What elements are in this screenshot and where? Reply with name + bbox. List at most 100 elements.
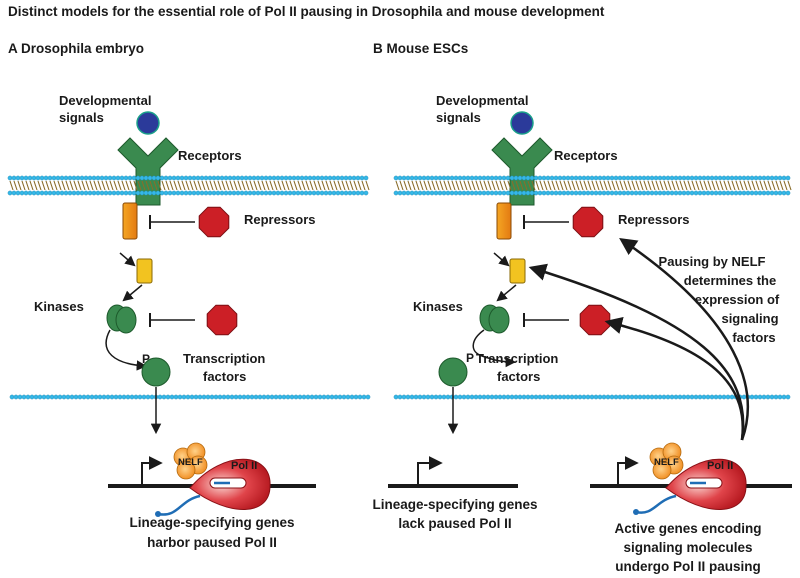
nuclear-membrane-bead <box>221 394 227 400</box>
nuclear-membrane-bead <box>493 394 499 400</box>
lipid-head <box>91 175 97 181</box>
panel-b-rna-cap <box>633 509 639 515</box>
lipid-head <box>533 190 539 196</box>
lipid-tail <box>69 180 74 191</box>
lipid-head <box>717 175 723 181</box>
lipid-head <box>721 190 727 196</box>
nuclear-membrane-bead <box>49 394 55 400</box>
panel-b-signal-label-2: signals <box>436 110 481 125</box>
lipid-head <box>119 190 125 196</box>
nuclear-membrane-bead <box>29 394 35 400</box>
lipid-head <box>331 175 337 181</box>
nuclear-membrane-bead <box>461 394 467 400</box>
lipid-head <box>557 190 563 196</box>
nuclear-membrane-bead <box>773 394 779 400</box>
lipid-head <box>453 175 459 181</box>
lipid-head <box>187 190 193 196</box>
lipid-head <box>673 175 679 181</box>
nuclear-membrane-bead <box>757 394 763 400</box>
lipid-tail <box>575 180 580 191</box>
lipid-tail <box>659 180 664 191</box>
nuclear-membrane-bead <box>17 394 23 400</box>
lipid-head <box>585 190 591 196</box>
panel-a-heading: A Drosophila embryo <box>8 41 144 56</box>
lipid-head <box>493 175 499 181</box>
nuclear-membrane-bead <box>485 394 491 400</box>
lipid-head <box>397 190 403 196</box>
nuclear-membrane-bead <box>45 394 51 400</box>
lipid-head <box>521 190 527 196</box>
lipid-tail <box>483 180 488 191</box>
nuclear-membrane-bead <box>361 394 367 400</box>
panel-a-signal-ligand <box>136 111 160 135</box>
lipid-head <box>437 190 443 196</box>
panel-a-kinases-label: Kinases <box>34 299 84 314</box>
nuclear-membrane-bead <box>65 394 71 400</box>
lipid-tail <box>301 180 306 191</box>
lipid-tail <box>285 180 290 191</box>
lipid-tail <box>751 180 756 191</box>
lipid-head <box>413 190 419 196</box>
lipid-head <box>43 190 49 196</box>
nuclear-membrane-bead <box>213 394 219 400</box>
lipid-head <box>19 175 25 181</box>
lipid-tail <box>125 180 130 191</box>
lipid-head <box>625 190 631 196</box>
lipid-tail <box>559 180 564 191</box>
nuclear-membrane-bead <box>41 394 47 400</box>
lipid-head <box>525 175 531 181</box>
panel-b-phospho-label: P <box>466 351 474 365</box>
lipid-head <box>689 190 695 196</box>
lipid-head <box>693 175 699 181</box>
lipid-head <box>785 175 791 181</box>
panel-b-phospho-arrow <box>472 329 517 368</box>
lipid-head <box>303 190 309 196</box>
nuclear-membrane-bead <box>273 394 279 400</box>
lipid-tail <box>181 180 186 191</box>
nuclear-membrane-bead <box>541 394 547 400</box>
nuclear-membrane-bead <box>117 394 123 400</box>
lipid-tail <box>467 180 472 191</box>
lipid-head <box>163 175 169 181</box>
lipid-tail <box>305 180 310 191</box>
lipid-tail <box>639 180 644 191</box>
lipid-tail <box>615 180 620 191</box>
lipid-tail <box>563 180 568 191</box>
lipid-head <box>279 175 285 181</box>
lipid-tail <box>667 180 672 191</box>
lipid-head <box>243 175 249 181</box>
lipid-tail <box>463 180 468 191</box>
nuclear-membrane-bead <box>401 394 407 400</box>
lipid-head <box>271 190 277 196</box>
lipid-head <box>35 175 41 181</box>
lipid-tail <box>89 180 94 191</box>
nuclear-membrane-bead <box>517 394 523 400</box>
lipid-head <box>363 175 369 181</box>
nuclear-membrane-bead <box>85 394 91 400</box>
nuclear-membrane-bead <box>109 394 115 400</box>
nuclear-membrane-bead <box>141 394 147 400</box>
lipid-head <box>589 175 595 181</box>
nuclear-membrane-bead <box>9 394 15 400</box>
lipid-head <box>175 175 181 181</box>
lipid-head <box>223 175 229 181</box>
panel-b-arrow-1 <box>493 252 510 267</box>
lipid-head <box>449 190 455 196</box>
panel-a-repressor-2 <box>206 304 238 336</box>
lipid-head <box>669 190 675 196</box>
panel-b-note-line-1: Pausing by NELF <box>659 254 766 269</box>
lipid-head <box>339 190 345 196</box>
panel-b-arrow-2 <box>496 284 517 302</box>
panel-b-membrane <box>393 175 792 196</box>
nuclear-membrane-bead <box>105 394 111 400</box>
lipid-head <box>159 175 165 181</box>
panel-b-transcription-factor <box>438 357 468 387</box>
lipid-head <box>271 175 277 181</box>
nuclear-membrane-bead <box>137 394 143 400</box>
lipid-head <box>733 190 739 196</box>
lipid-tail <box>61 180 66 191</box>
lipid-tail <box>137 180 142 191</box>
lipid-head <box>143 175 149 181</box>
nuclear-membrane-bead <box>753 394 759 400</box>
lipid-head <box>191 175 197 181</box>
